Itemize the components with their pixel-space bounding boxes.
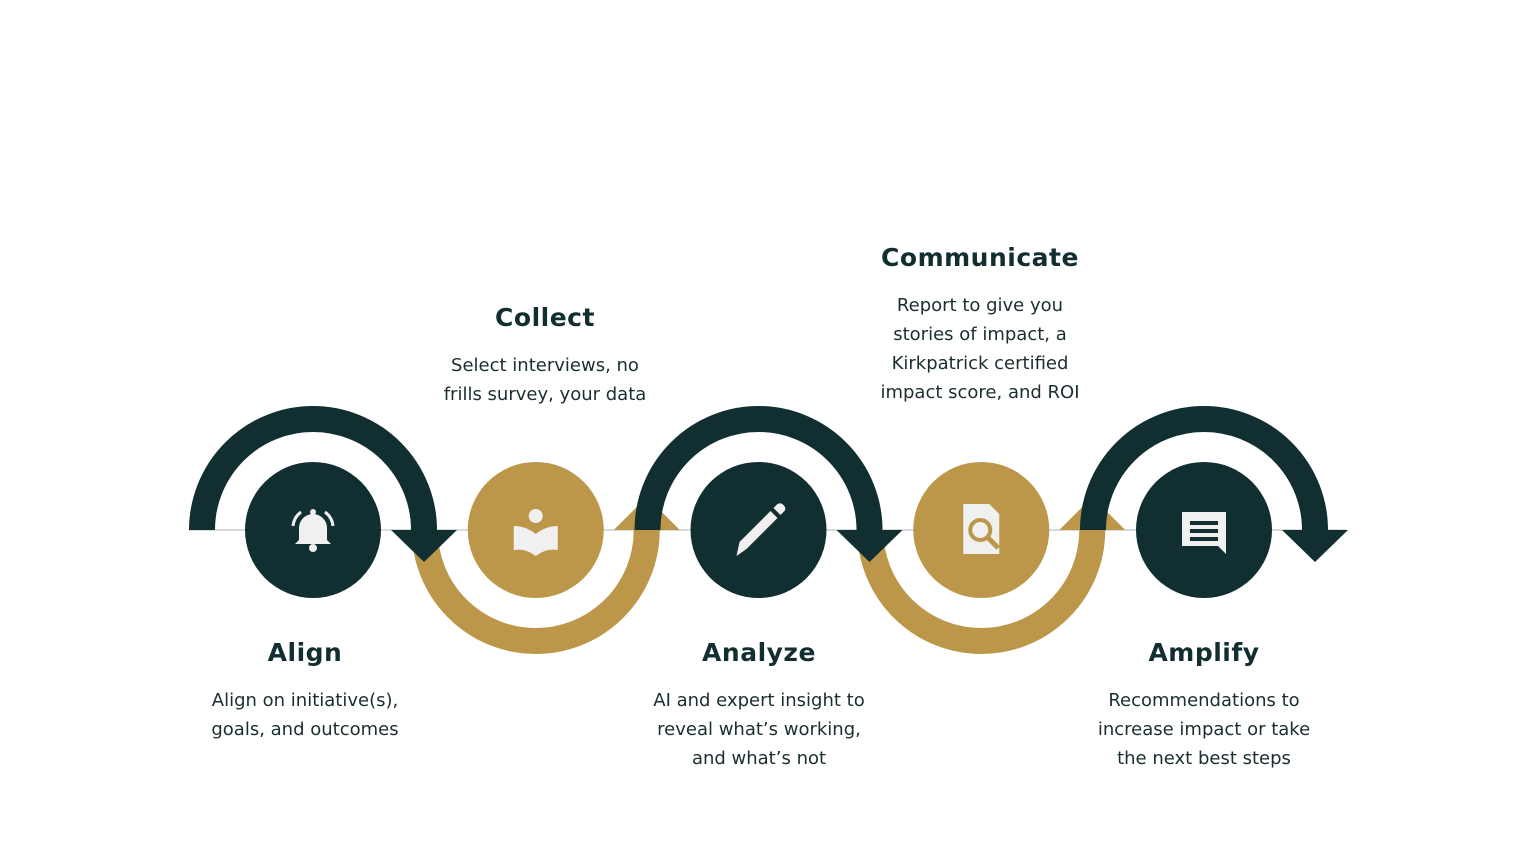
dark-arc-arrow bbox=[189, 406, 437, 531]
dark-arc-arrow bbox=[634, 406, 883, 531]
step-analyze: Analyze AI and expert insight to reveal … bbox=[629, 638, 889, 773]
book-reader-icon bbox=[513, 509, 558, 556]
document-search-icon bbox=[963, 504, 1001, 554]
step-title: Communicate bbox=[881, 243, 1079, 272]
step-circle-analyze bbox=[690, 462, 827, 598]
arrowhead-down bbox=[391, 530, 457, 562]
step-circle-collect bbox=[467, 462, 604, 598]
step-align: Align Align on initiative(s), goals, and… bbox=[175, 638, 435, 744]
desc-line: Kirkpatrick certified bbox=[891, 353, 1069, 374]
desc-line: AI and expert insight to bbox=[653, 690, 865, 711]
step-collect: Collect Select interviews, no frills sur… bbox=[415, 303, 675, 409]
step-amplify: Amplify Recommendations to increase impa… bbox=[1074, 638, 1334, 773]
step-title: Amplify bbox=[1148, 638, 1260, 667]
bell-icon bbox=[291, 509, 335, 552]
desc-line: impact score, and ROI bbox=[880, 382, 1080, 403]
gold-arc-arrow bbox=[857, 529, 1106, 654]
step-circle-amplify bbox=[1136, 462, 1272, 598]
step-title: Analyze bbox=[702, 638, 816, 667]
step-description: Align on initiative(s), goals, and outco… bbox=[175, 686, 435, 744]
desc-line: reveal what’s working, bbox=[657, 719, 861, 740]
desc-line: frills survey, your data bbox=[443, 384, 647, 405]
desc-line: the next best steps bbox=[1117, 748, 1291, 769]
step-title: Align bbox=[267, 638, 343, 667]
gold-arc-arrow bbox=[411, 529, 660, 654]
desc-line: Recommendations to bbox=[1108, 690, 1300, 711]
step-communicate: Communicate Report to give you stories o… bbox=[850, 243, 1110, 407]
step-circle-align bbox=[245, 462, 381, 598]
step-circle-communicate bbox=[913, 462, 1050, 598]
step-description: Recommendations to increase impact or ta… bbox=[1074, 686, 1334, 773]
step-description: Select interviews, no frills survey, you… bbox=[415, 351, 675, 409]
desc-line: and what’s not bbox=[691, 748, 827, 769]
dark-arc-arrow bbox=[1080, 406, 1328, 531]
pencil-icon bbox=[736, 503, 786, 556]
desc-line: increase impact or take bbox=[1097, 719, 1311, 740]
desc-line: Report to give you bbox=[896, 295, 1064, 316]
desc-line: goals, and outcomes bbox=[211, 719, 399, 740]
step-description: AI and expert insight to reveal what’s w… bbox=[629, 686, 889, 773]
arrowhead-down bbox=[1282, 530, 1348, 562]
arrowhead-down bbox=[836, 530, 903, 562]
desc-line: stories of impact, a bbox=[893, 324, 1067, 345]
step-description: Report to give you stories of impact, a … bbox=[850, 291, 1110, 407]
desc-line: Select interviews, no bbox=[451, 355, 639, 376]
step-title: Collect bbox=[495, 303, 595, 332]
desc-line: Align on initiative(s), bbox=[211, 690, 399, 711]
message-icon bbox=[1182, 512, 1226, 554]
